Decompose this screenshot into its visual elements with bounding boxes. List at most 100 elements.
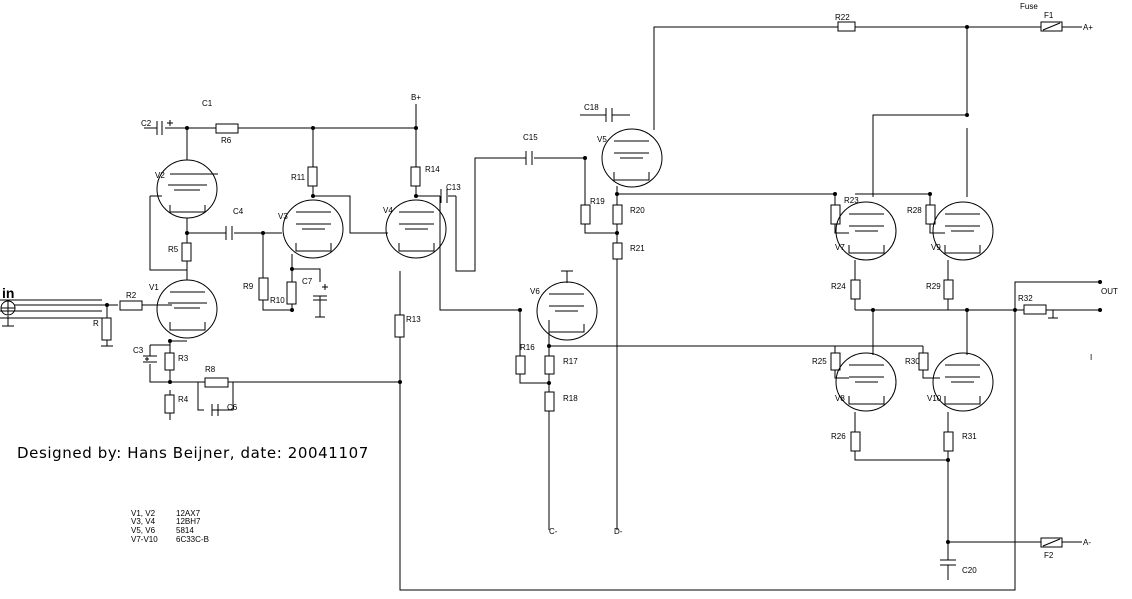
- wires: [0, 26, 1100, 591]
- capacitors: [143, 108, 956, 566]
- resistor-r26: [850, 431, 861, 452]
- label-v3: V3: [278, 212, 288, 221]
- designer-credit: Designed by: Hans Beijner, date: 2004110…: [17, 444, 369, 462]
- resistor-r13: [394, 314, 405, 338]
- output-label: OUT: [1101, 287, 1118, 296]
- label-c18: C18: [584, 103, 599, 112]
- label-r16: R16: [520, 343, 535, 352]
- label-r26: R26: [831, 432, 846, 441]
- capacitor-c13: [440, 189, 448, 203]
- label-v10: V10: [927, 394, 942, 403]
- label-c13: C13: [446, 183, 461, 192]
- label-r25: R25: [812, 357, 827, 366]
- label-c1: C1: [202, 99, 213, 108]
- label-c4: C4: [233, 207, 244, 216]
- resistor-r25: [830, 352, 841, 371]
- resistor-r18: [544, 391, 555, 412]
- label-v7: V7: [835, 243, 845, 252]
- resistor-r19: [580, 204, 591, 225]
- label-r32: R32: [1018, 294, 1033, 303]
- resistor-r5: [181, 242, 192, 262]
- cminus-label: C-: [549, 527, 558, 536]
- resistor-r11: [307, 166, 318, 187]
- label-v2: V2: [155, 171, 165, 180]
- capacitor-c4: [225, 226, 233, 240]
- resistor-r22: [837, 21, 856, 32]
- label-c3: C3: [133, 346, 144, 355]
- resistor-r8: [204, 377, 229, 388]
- resistor-r2: [119, 300, 143, 311]
- label-r8: R8: [205, 365, 216, 374]
- label-r22: R22: [835, 13, 850, 22]
- label-v8: V8: [835, 394, 845, 403]
- tube-v5: [601, 128, 663, 188]
- resistor-r29: [943, 279, 954, 300]
- label-v4: V4: [383, 206, 393, 215]
- capacitor-c6: [211, 404, 226, 416]
- capacitor-c18: [605, 108, 613, 122]
- capacitor-c7: [313, 284, 328, 301]
- label-r11: R11: [291, 173, 306, 182]
- fuse-f1: [1040, 21, 1063, 32]
- resistor-r6: [215, 123, 239, 134]
- resistors: [101, 21, 1063, 548]
- resistor-r24: [850, 279, 861, 300]
- resistor-r20: [612, 204, 623, 225]
- junctions: [105, 25, 1102, 544]
- resistor-r21: [612, 242, 623, 260]
- capacitor-c2: [156, 120, 173, 135]
- label-r3: R3: [178, 354, 189, 363]
- label-c7: C7: [302, 277, 313, 286]
- legend-tubes: V1, V2: [131, 509, 156, 518]
- label-r20: R20: [630, 206, 645, 215]
- tube-v6: [536, 281, 598, 341]
- resistor-r14: [410, 166, 421, 187]
- resistor-r9: [258, 277, 269, 301]
- tube-v9: [932, 201, 994, 261]
- label-c2: C2: [141, 119, 152, 128]
- resistor-r17: [544, 355, 555, 375]
- label-r9: R9: [243, 282, 254, 291]
- capacitor-c20: [940, 559, 956, 566]
- label-c6: C6: [227, 403, 238, 412]
- label-r23: R23: [844, 196, 859, 205]
- label-r2: R2: [126, 291, 137, 300]
- label-r5: R5: [168, 245, 179, 254]
- label-r4: R4: [178, 395, 189, 404]
- label-v5: V5: [597, 135, 607, 144]
- label-r28: R28: [907, 206, 922, 215]
- label-r6: R6: [221, 136, 232, 145]
- label-r29: R29: [926, 282, 941, 291]
- aminus-label: A-: [1083, 538, 1091, 547]
- legend-tubes: V7-V10: [131, 535, 158, 544]
- resistor-r10: [286, 281, 297, 305]
- misc-mark: I: [1090, 353, 1092, 362]
- dminus-label: D-: [614, 527, 623, 536]
- label-v9: V9: [931, 243, 941, 252]
- label-r19: R19: [590, 197, 605, 206]
- legend-type: 12AX7: [176, 509, 201, 518]
- capacitor-c15: [525, 151, 533, 165]
- input-jack: [0, 300, 16, 316]
- bplus-label: B+: [411, 93, 421, 102]
- label-v6: V6: [530, 287, 540, 296]
- legend-type: 6C33C-B: [176, 535, 209, 544]
- resistor-r30: [918, 352, 929, 371]
- resistor-r32: [1023, 304, 1047, 315]
- label-r10: R10: [270, 296, 285, 305]
- label-r31: R31: [962, 432, 977, 441]
- resistor-r28: [925, 204, 936, 225]
- label-r13: R13: [406, 315, 421, 324]
- tube-v1: [156, 279, 218, 339]
- label-f1: F1: [1044, 11, 1054, 20]
- component-labels: V2 V1 V3 V4 V5 V6 V7 V9 V8 V10 R R2 R3 R…: [93, 11, 1054, 575]
- fuse-f2: [1040, 537, 1063, 548]
- fuse-title: Fuse: [1020, 2, 1038, 11]
- aplus-label: A+: [1083, 23, 1093, 32]
- label-r17: R17: [563, 357, 578, 366]
- tube-v7: [835, 201, 897, 261]
- resistor-r23: [830, 204, 841, 225]
- label-r21: R21: [630, 244, 645, 253]
- tube-v2: [156, 159, 218, 219]
- label-r30: R30: [905, 357, 920, 366]
